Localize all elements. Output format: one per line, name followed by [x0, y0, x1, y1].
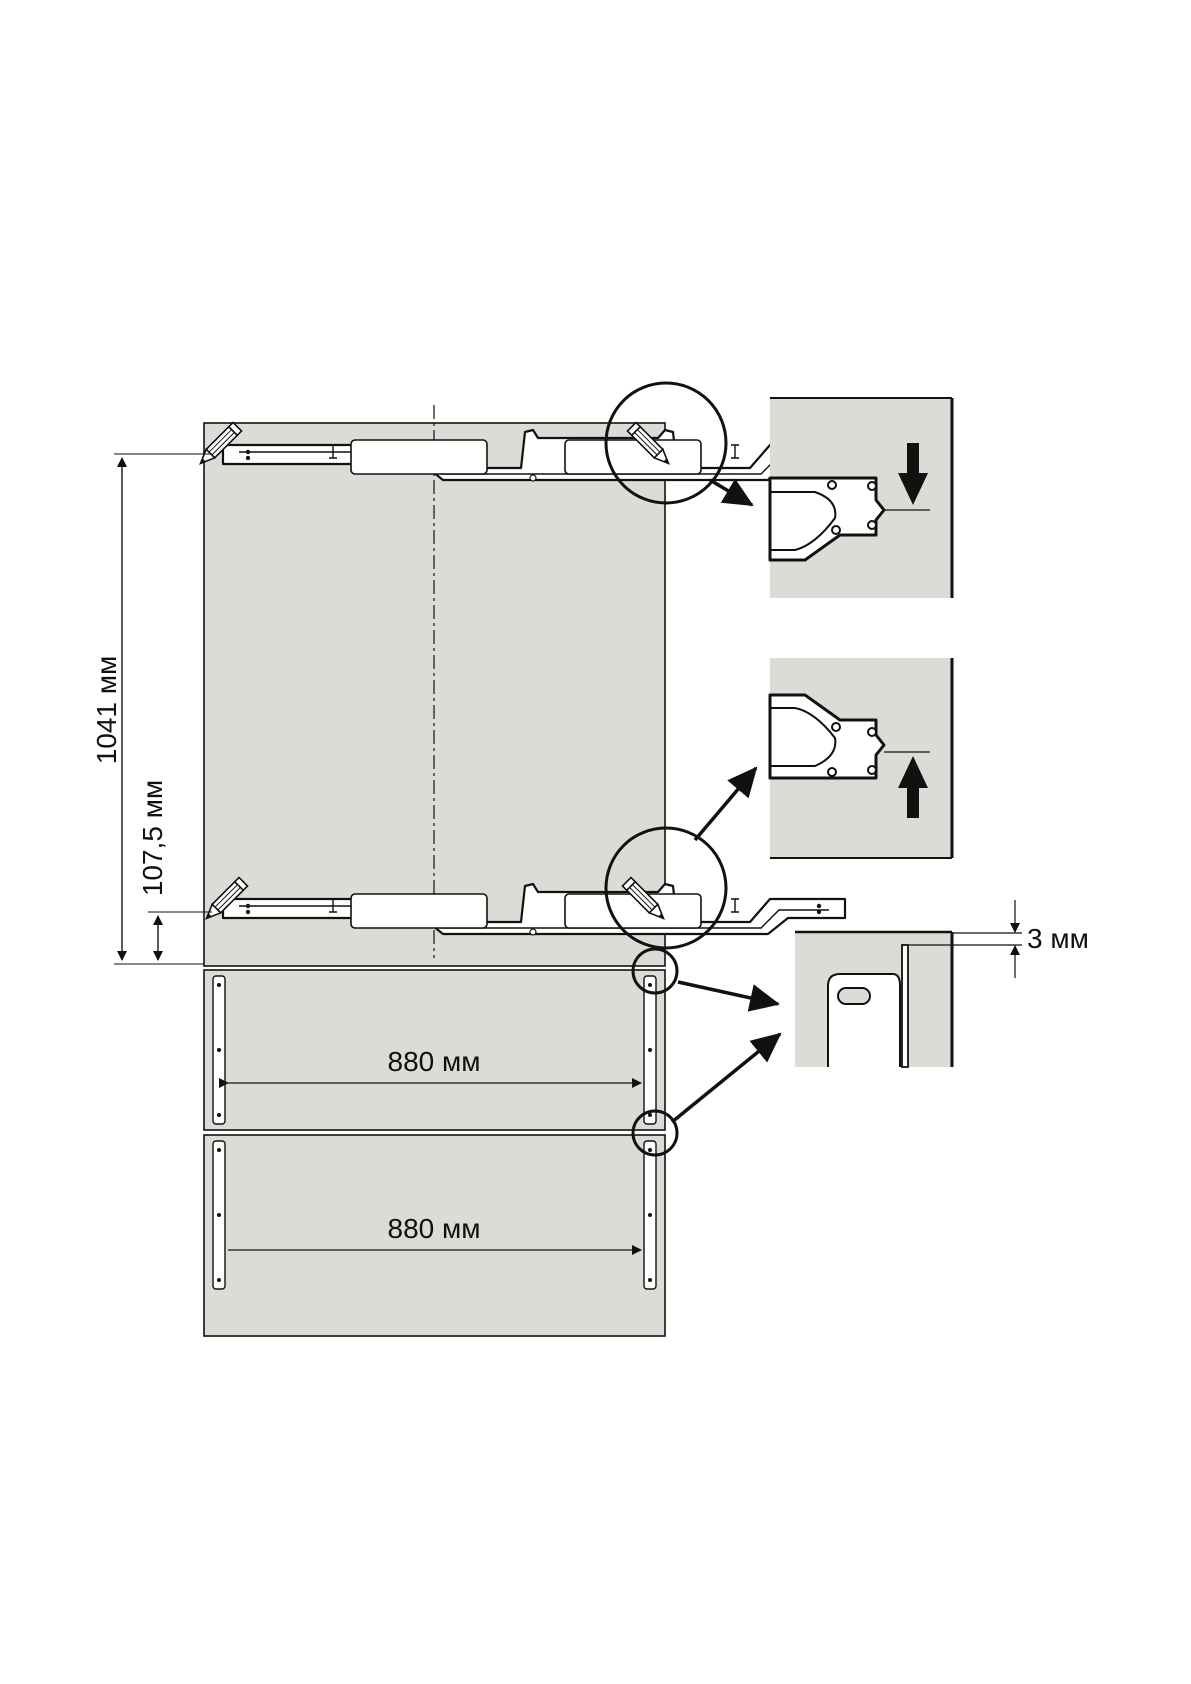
height-bracket-label: 107,5 мм: [137, 780, 168, 896]
callout-arrow: [678, 982, 778, 1004]
height-total-label: 1041 мм: [91, 656, 122, 765]
detail-bottom-bracket: [770, 658, 952, 858]
callout-arrow: [672, 1034, 780, 1122]
detail-top-bracket: [770, 398, 952, 598]
lower-drawer-width-label: 880 мм: [388, 1213, 481, 1244]
detail-drawer-gap: 3 мм: [795, 900, 1089, 1067]
callout-arrow: [695, 768, 756, 840]
callout-arrow: [710, 480, 752, 505]
upper-drawer-width-label: 880 мм: [388, 1046, 481, 1077]
gap-label: 3 мм: [1027, 923, 1089, 954]
